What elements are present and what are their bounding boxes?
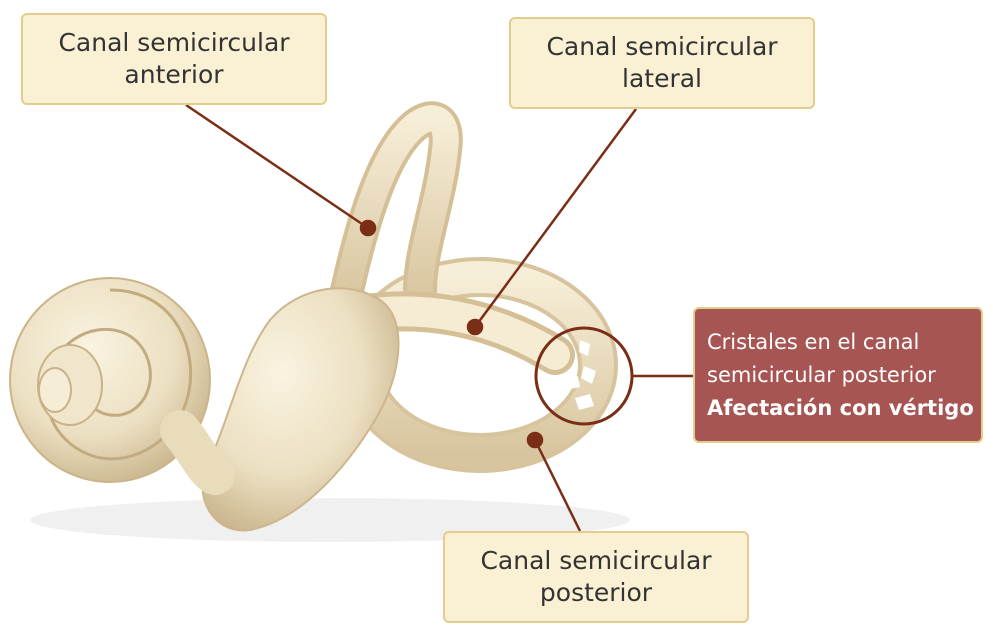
label-text: anterior <box>124 60 224 89</box>
label-lateral-canal: Canal semicircular lateral <box>509 17 815 109</box>
crystal <box>562 376 580 390</box>
anterior-canal <box>328 101 463 317</box>
label-crystals-callout: Cristales en el canal semicircular poste… <box>693 307 983 443</box>
label-posterior-canal: Canal semicircular posterior <box>443 531 749 623</box>
label-text: lateral <box>622 64 702 93</box>
label-text: Canal semicircular <box>546 32 778 61</box>
crystal <box>579 340 590 356</box>
posterior-marker-dot <box>526 431 544 449</box>
callout-line: semicircular posterior <box>707 362 936 387</box>
label-text: Canal semicircular <box>480 546 712 575</box>
callout-emphasis: Afectación con vértigo <box>707 395 974 420</box>
leader-lines <box>185 103 693 532</box>
crystals-highlight <box>534 326 634 426</box>
crystal <box>575 394 594 410</box>
label-anterior-canal: Canal semicircular anterior <box>21 13 327 105</box>
vestibule <box>201 287 400 532</box>
label-text: posterior <box>539 578 653 607</box>
anterior-marker-dot <box>359 219 377 237</box>
crystal <box>581 366 596 384</box>
cochlea <box>9 277 235 495</box>
callout-line: Cristales en el canal <box>707 329 920 354</box>
label-text: Canal semicircular <box>58 28 290 57</box>
lateral-marker-dot <box>466 318 484 336</box>
